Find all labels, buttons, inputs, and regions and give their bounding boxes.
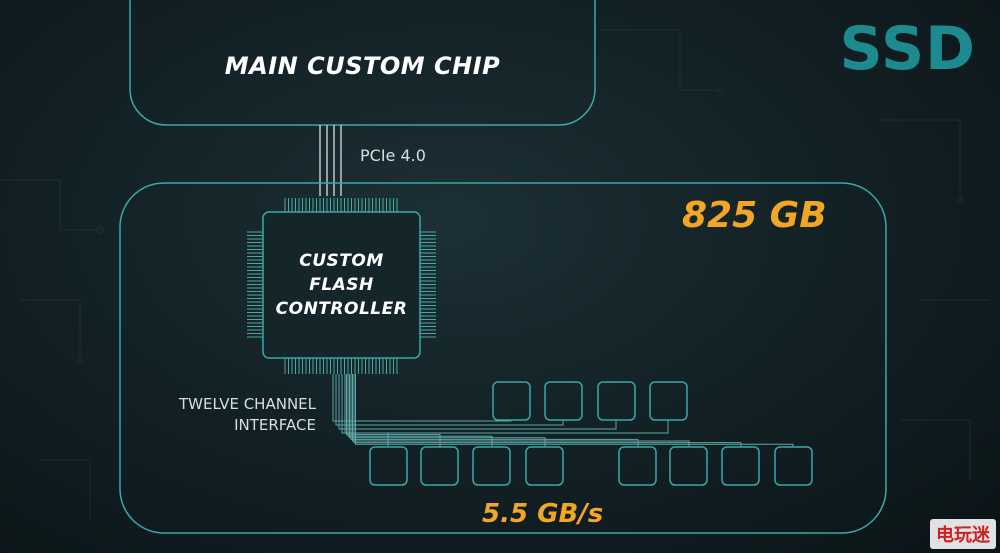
controller-label-line2: FLASH [309, 275, 374, 295]
circuit-background [0, 29, 990, 520]
controller-label-line1: CUSTOM [299, 251, 384, 271]
nand-module [472, 446, 511, 486]
nand-module [597, 381, 636, 421]
channel-trace [347, 374, 493, 447]
controller-label-line3: CONTROLLER [275, 299, 408, 319]
channel-trace [341, 374, 669, 434]
nand-module [492, 381, 531, 421]
interface-label-line2: INTERFACE [234, 416, 316, 434]
channel-traces [332, 374, 794, 447]
nand-module [525, 446, 564, 486]
speed-label: 5.5 GB/s [482, 499, 604, 529]
channel-trace [335, 374, 564, 426]
controller-pins [247, 198, 436, 374]
channel-trace [332, 374, 512, 422]
pcie-bus [319, 125, 342, 196]
ssd-title: SSD [839, 14, 976, 84]
flash-controller-chip [262, 211, 421, 359]
main-chip-label: MAIN CUSTOM CHIP [224, 52, 501, 80]
nand-module [369, 446, 408, 486]
ssd-box [119, 182, 887, 534]
nand-module [649, 381, 688, 421]
channel-trace [355, 374, 794, 447]
channel-trace [350, 374, 639, 447]
nand-modules [369, 381, 813, 486]
interface-label-line1: TWELVE CHANNEL [179, 395, 316, 413]
capacity-label: 825 GB [682, 195, 827, 236]
controller-label: CUSTOM FLASH CONTROLLER [263, 249, 420, 321]
nand-module [774, 446, 813, 486]
channel-trace [344, 374, 389, 447]
nand-module [544, 381, 583, 421]
main-chip-box [129, 0, 596, 126]
nand-module [618, 446, 657, 486]
nand-module [721, 446, 760, 486]
nand-module [420, 446, 459, 486]
pcie-label: PCIe 4.0 [360, 146, 426, 165]
watermark-logo: 电玩迷 [930, 519, 996, 549]
nand-module [669, 446, 708, 486]
channel-trace [353, 374, 742, 447]
interface-label: TWELVE CHANNEL INTERFACE [120, 394, 316, 436]
channel-trace [338, 374, 617, 430]
